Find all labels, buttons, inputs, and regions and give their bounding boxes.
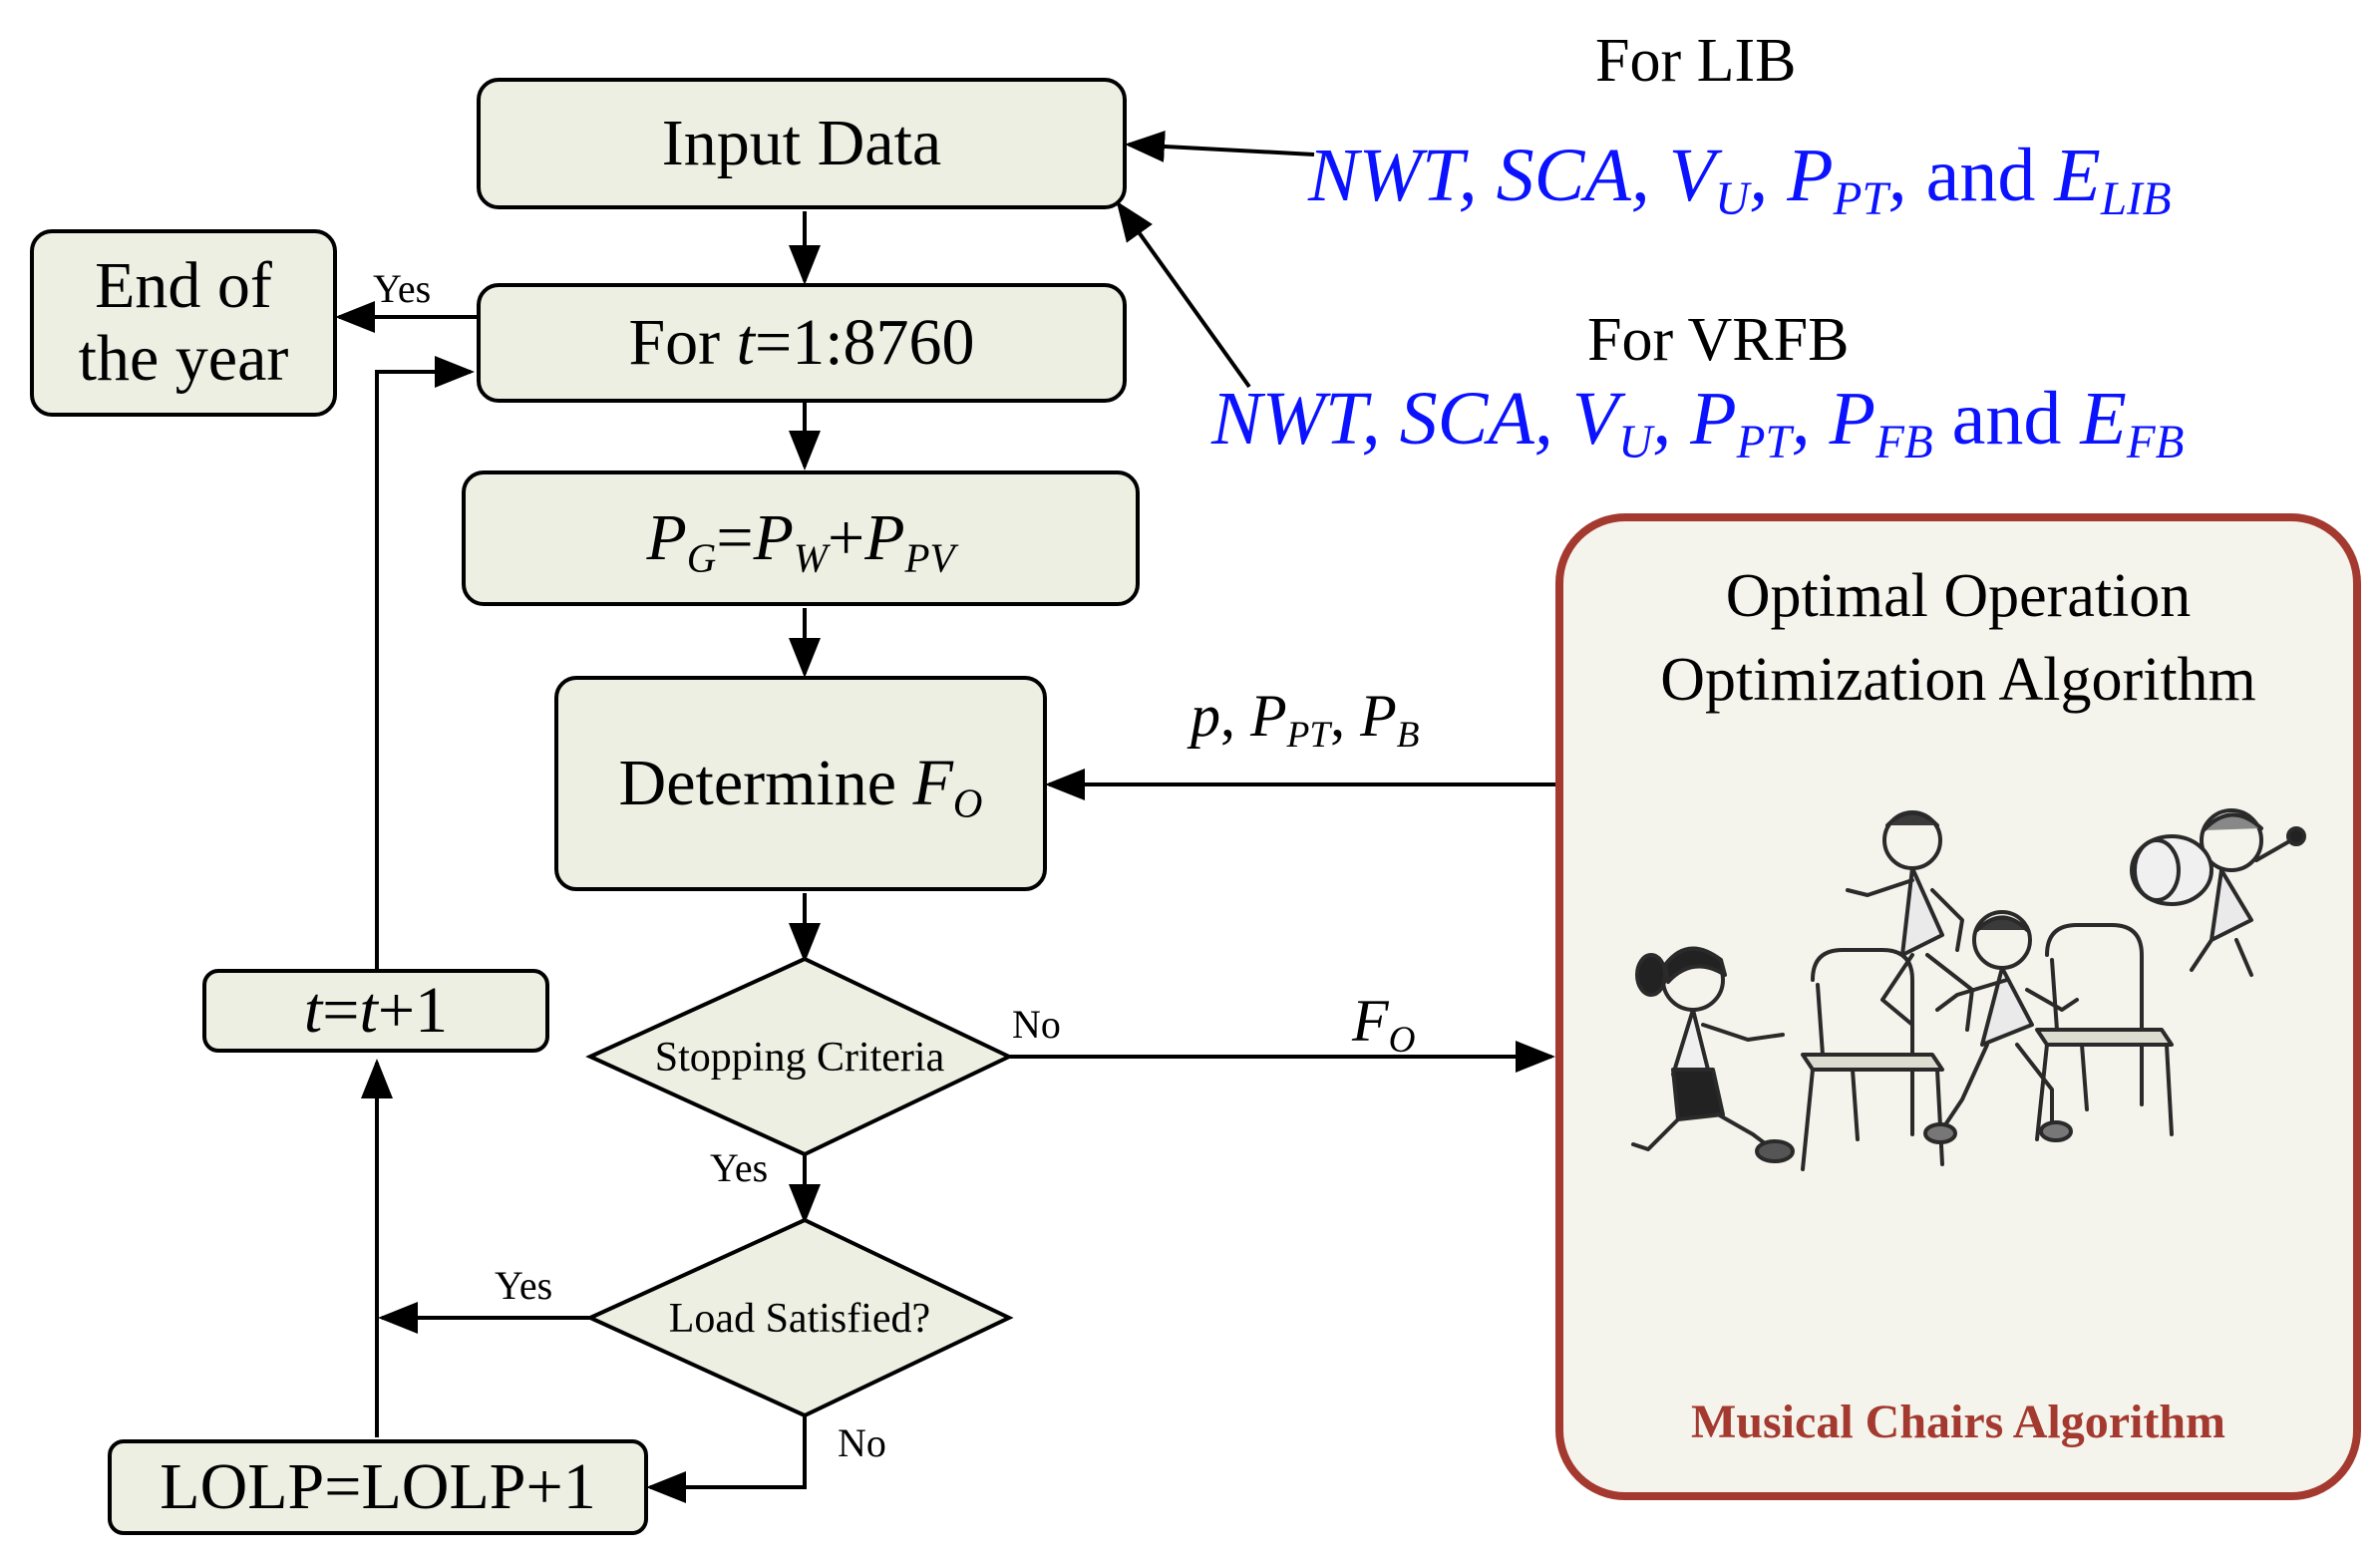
input-data-label: Input Data bbox=[661, 106, 942, 179]
load-satisfied-label: Load Satisfied? bbox=[668, 1296, 931, 1342]
running-girl bbox=[1631, 946, 1795, 1163]
for-loop-box: For t=1:8760 bbox=[477, 283, 1127, 403]
fo-output-label: FO bbox=[1352, 988, 1416, 1062]
no-load-label: No bbox=[838, 1420, 886, 1465]
power-balance-box: PG=PW+PPV bbox=[462, 470, 1140, 606]
lolp-label: LOLP=LOLP+1 bbox=[160, 1449, 596, 1523]
stopping-criteria-label: Stopping Criteria bbox=[654, 1035, 945, 1081]
power-balance-equation: PG=PW+PPV bbox=[646, 500, 955, 580]
arrow-vrfb-to-input bbox=[1116, 200, 1251, 389]
no-stop-label: No bbox=[1012, 1002, 1061, 1047]
end-of-year-label: End of the year bbox=[78, 249, 289, 395]
lib-heading: For LIB bbox=[1595, 27, 1797, 95]
lolp-box: LOLP=LOLP+1 bbox=[108, 1439, 648, 1535]
chair-right bbox=[2035, 923, 2174, 1141]
yes-stop-label: Yes bbox=[710, 1145, 769, 1190]
arrow-lib-to-input bbox=[1125, 130, 1315, 162]
for-loop-label: For t=1:8760 bbox=[628, 305, 975, 379]
lib-parameters: NWT, SCA, VU, PPT, and ELIB bbox=[1308, 134, 2172, 226]
load-satisfied-diamond bbox=[585, 1217, 1014, 1418]
feedback-variables-label: p, PPT, PB bbox=[1190, 683, 1420, 757]
arrow-increment-to-for bbox=[375, 356, 475, 969]
algorithm-name: Musical Chairs Algorithm bbox=[1691, 1396, 2225, 1448]
arrow-load-no-to-lolp bbox=[646, 1415, 807, 1503]
input-data-box: Input Data bbox=[477, 78, 1127, 209]
running-boy-bottom bbox=[1923, 910, 2079, 1144]
yes-load-label: Yes bbox=[495, 1263, 553, 1308]
determine-fo-label: Determine FO bbox=[618, 746, 983, 825]
stopping-criteria-diamond bbox=[585, 956, 1014, 1157]
vrfb-parameters: NWT, SCA, VU, PPT, PFB and EFB bbox=[1211, 377, 2185, 469]
end-of-year-box: End of the year bbox=[30, 229, 337, 417]
increment-equation: t=t+1 bbox=[303, 973, 449, 1047]
vrfb-heading: For VRFB bbox=[1587, 306, 1850, 374]
running-boy-top bbox=[1846, 810, 1974, 1032]
increment-box: t=t+1 bbox=[202, 969, 549, 1053]
drummer-boy bbox=[2130, 808, 2306, 977]
musical-chairs-illustration bbox=[1631, 808, 2306, 1171]
yes-end-label: Yes bbox=[373, 266, 432, 311]
determine-fo-box: Determine FO bbox=[554, 676, 1047, 891]
chair-left bbox=[1801, 948, 1944, 1171]
